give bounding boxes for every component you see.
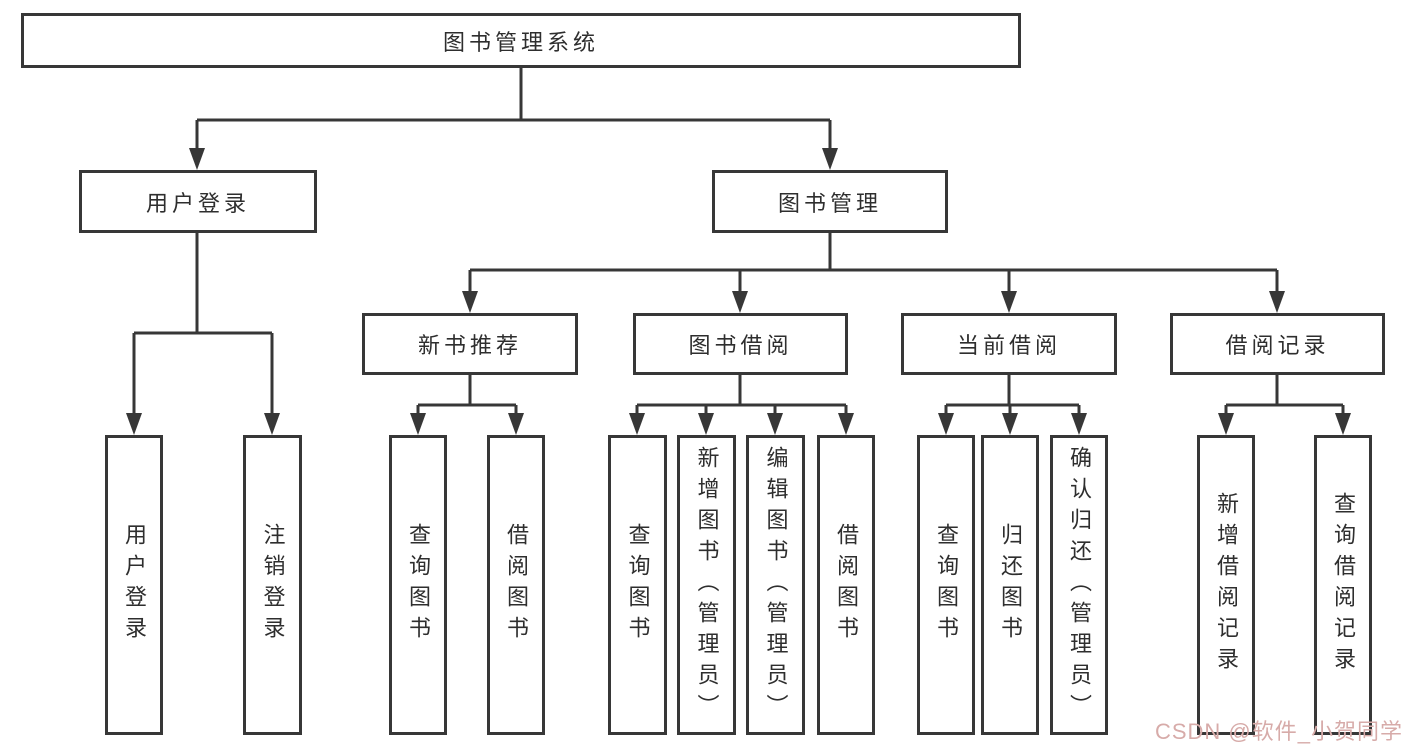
arrowhead	[938, 413, 954, 435]
leaf-recommend-borrow-books: 借阅图书	[487, 435, 545, 735]
arrowhead	[1001, 291, 1017, 313]
leaf-records-query-record: 查询借阅记录	[1314, 435, 1372, 735]
tree-edges	[132, 68, 1345, 429]
arrowhead	[508, 413, 524, 435]
arrowhead	[189, 148, 205, 170]
leaf-current-return-books: 归还图书	[981, 435, 1039, 735]
arrowhead	[838, 413, 854, 435]
arrowhead	[1269, 291, 1285, 313]
arrowhead	[767, 413, 783, 435]
leaf-borrow-query-books: 查询图书	[608, 435, 667, 735]
arrowheads	[126, 148, 1351, 435]
arrowhead	[264, 413, 280, 435]
leaf-user-login: 用户登录	[105, 435, 163, 735]
leaf-current-query-books: 查询图书	[917, 435, 975, 735]
node-book-borrow: 图书借阅	[633, 313, 848, 375]
leaf-borrow-edit-books-admin: 编辑图书（管理员）	[746, 435, 805, 735]
arrowhead	[126, 413, 142, 435]
node-root: 图书管理系统	[21, 13, 1021, 68]
arrowhead	[629, 413, 645, 435]
node-current-borrow: 当前借阅	[901, 313, 1117, 375]
leaf-recommend-query-books: 查询图书	[389, 435, 447, 735]
watermark-text: CSDN @软件_小贺同学	[1154, 719, 1403, 744]
arrowhead	[1071, 413, 1087, 435]
node-book-management: 图书管理	[712, 170, 948, 233]
leaf-current-confirm-return-admin: 确认归还（管理员）	[1050, 435, 1108, 735]
node-borrow-records: 借阅记录	[1170, 313, 1385, 375]
leaf-borrow-add-books-admin: 新增图书（管理员）	[677, 435, 736, 735]
node-new-book-recommend: 新书推荐	[362, 313, 578, 375]
leaf-records-add-record: 新增借阅记录	[1197, 435, 1255, 735]
node-user-login: 用户登录	[79, 170, 317, 233]
arrowhead	[410, 413, 426, 435]
arrowhead	[1002, 413, 1018, 435]
arrowhead	[822, 148, 838, 170]
arrowhead	[1218, 413, 1234, 435]
arrowhead	[698, 413, 714, 435]
arrowhead	[732, 291, 748, 313]
arrowhead	[462, 291, 478, 313]
arrowhead	[1335, 413, 1351, 435]
leaf-logout: 注销登录	[243, 435, 302, 735]
leaf-borrow-borrow-books: 借阅图书	[817, 435, 875, 735]
